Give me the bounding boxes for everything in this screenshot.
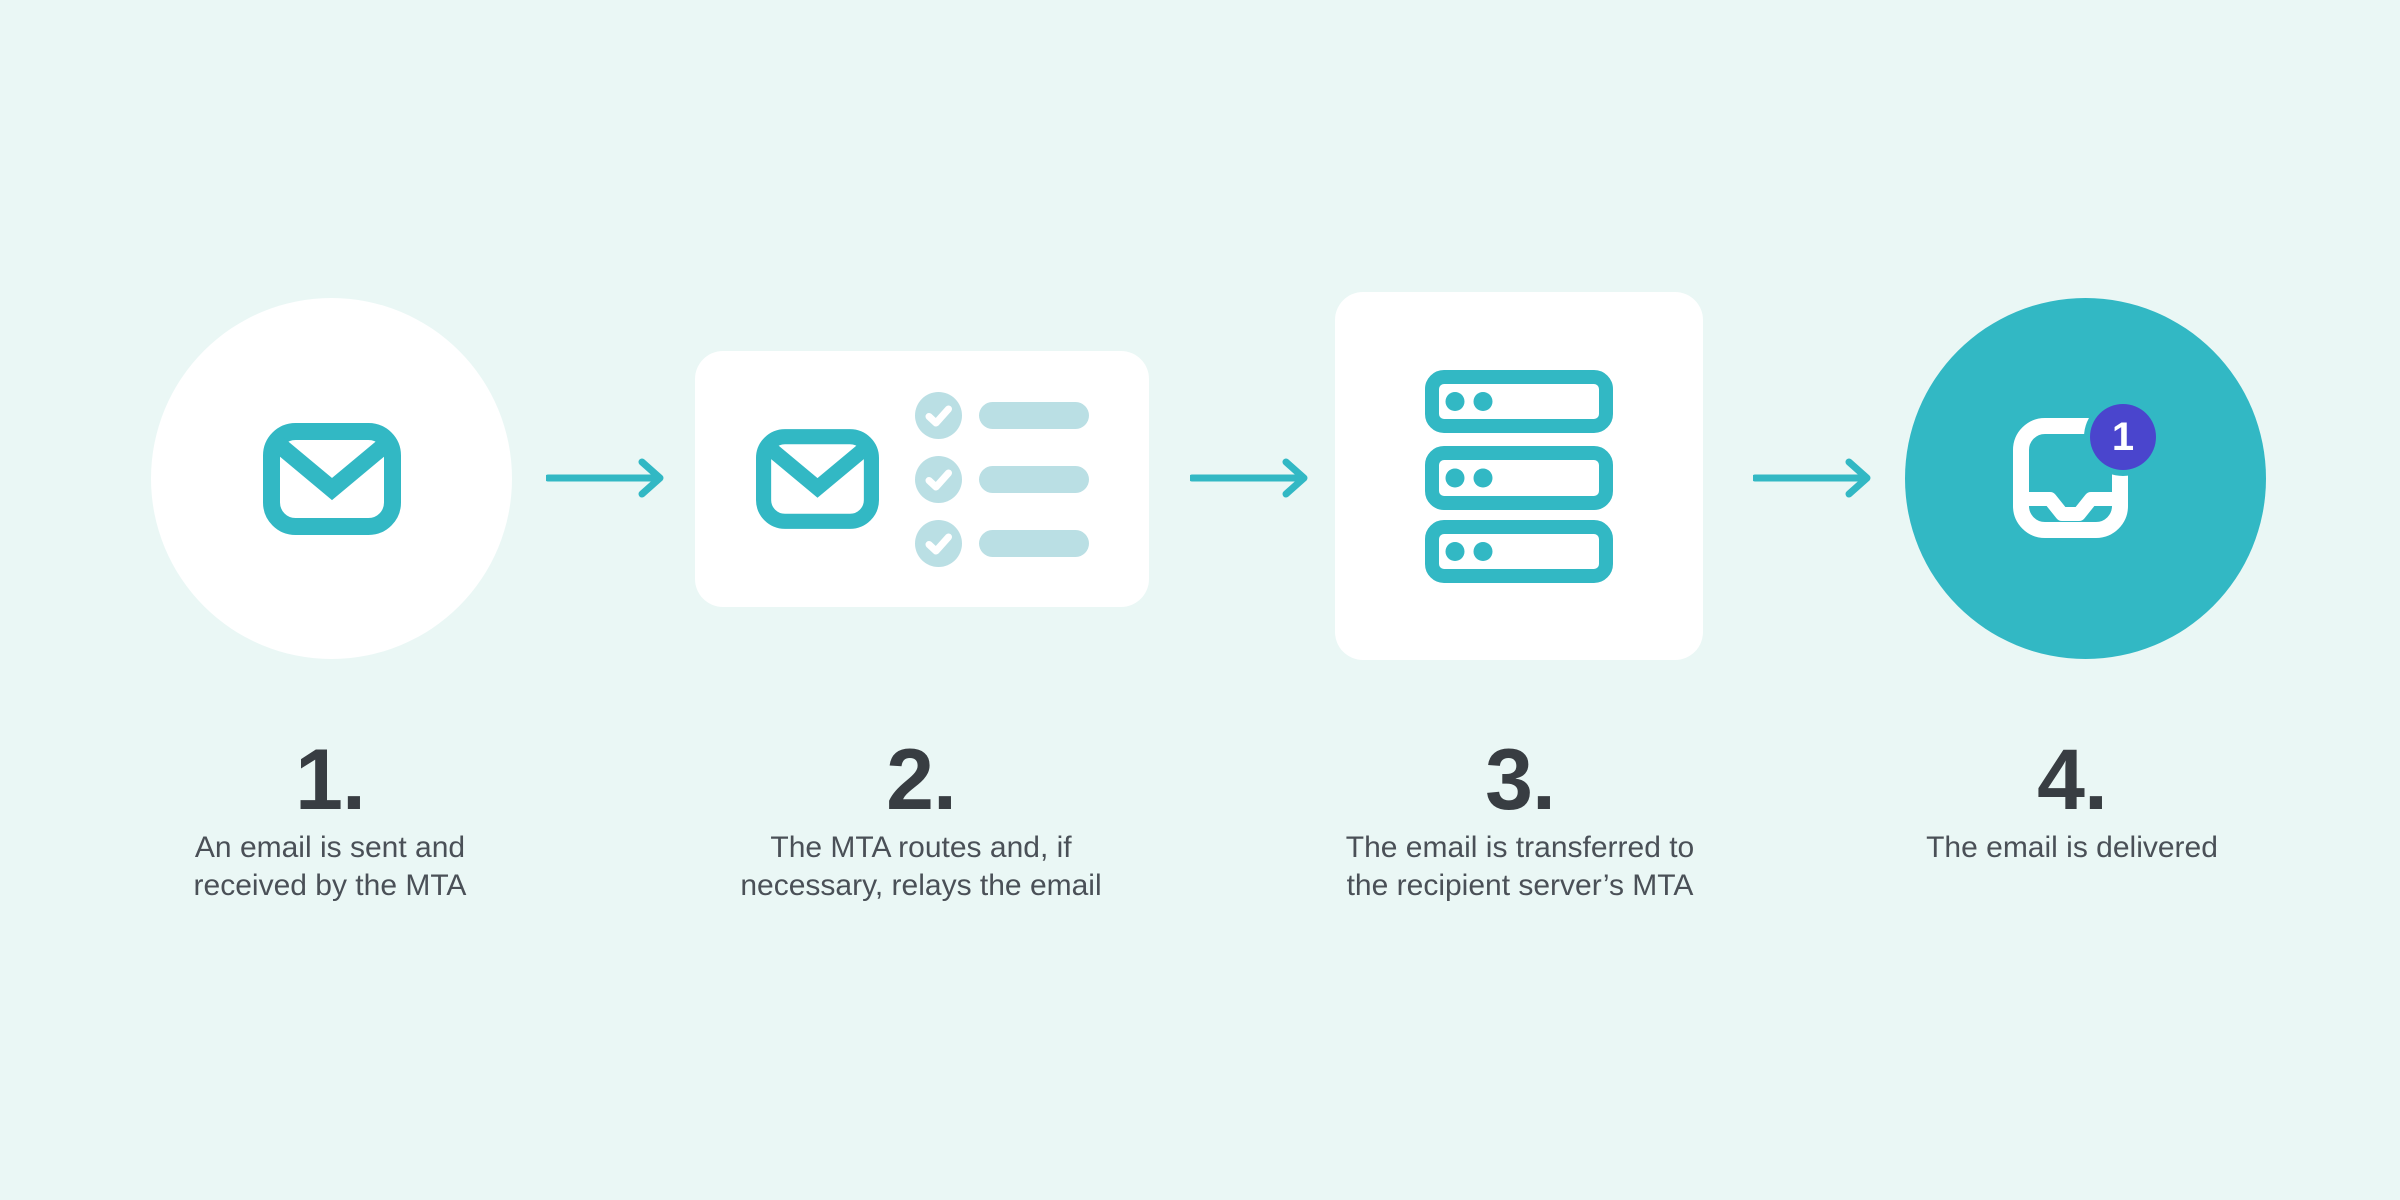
step-3-label: 3. The email is transferred to the recip… [1346, 737, 1694, 905]
step-number: 3. [1485, 732, 1556, 828]
step-description: An email is sent and received by the MTA [193, 831, 467, 902]
step-number: 2. [886, 732, 957, 828]
checklist-row [914, 391, 1089, 439]
step-number: 4. [2037, 732, 2108, 828]
step-description: The MTA routes and, if necessary, relays… [740, 831, 1102, 902]
step-description: The email is transferred to the recipien… [1345, 831, 1695, 902]
step-4-graphic: 1 [1905, 298, 2266, 659]
checklist-line-placeholder [978, 401, 1089, 429]
notification-count: 1 [2111, 414, 2135, 459]
notification-badge: 1 [2090, 404, 2156, 470]
check-circle-icon [914, 391, 962, 439]
step-1-graphic [151, 298, 512, 659]
step-number: 1. [295, 732, 366, 828]
step-4-label: 4. The email is delivered [1926, 737, 2218, 867]
checklist-line-placeholder [978, 529, 1089, 557]
email-icon [262, 422, 401, 535]
step-2-graphic [695, 351, 1149, 607]
step-description: The email is delivered [1926, 831, 2218, 864]
arrow-right-icon [546, 458, 664, 498]
arrow-right-icon [1190, 458, 1308, 498]
step-1-label: 1. An email is sent and received by the … [194, 737, 467, 905]
checklist-row [914, 455, 1089, 503]
email-icon [755, 429, 879, 529]
checklist [914, 391, 1089, 567]
step-3-graphic [1335, 292, 1703, 660]
checklist-line-placeholder [978, 465, 1089, 493]
checklist-row [914, 519, 1089, 567]
check-circle-icon [914, 519, 962, 567]
server-stack-icon [1425, 369, 1613, 583]
inbox-icon [2013, 418, 2128, 538]
check-circle-icon [914, 455, 962, 503]
step-2-label: 2. The MTA routes and, if necessary, rel… [740, 737, 1101, 905]
arrow-right-icon [1753, 458, 1871, 498]
